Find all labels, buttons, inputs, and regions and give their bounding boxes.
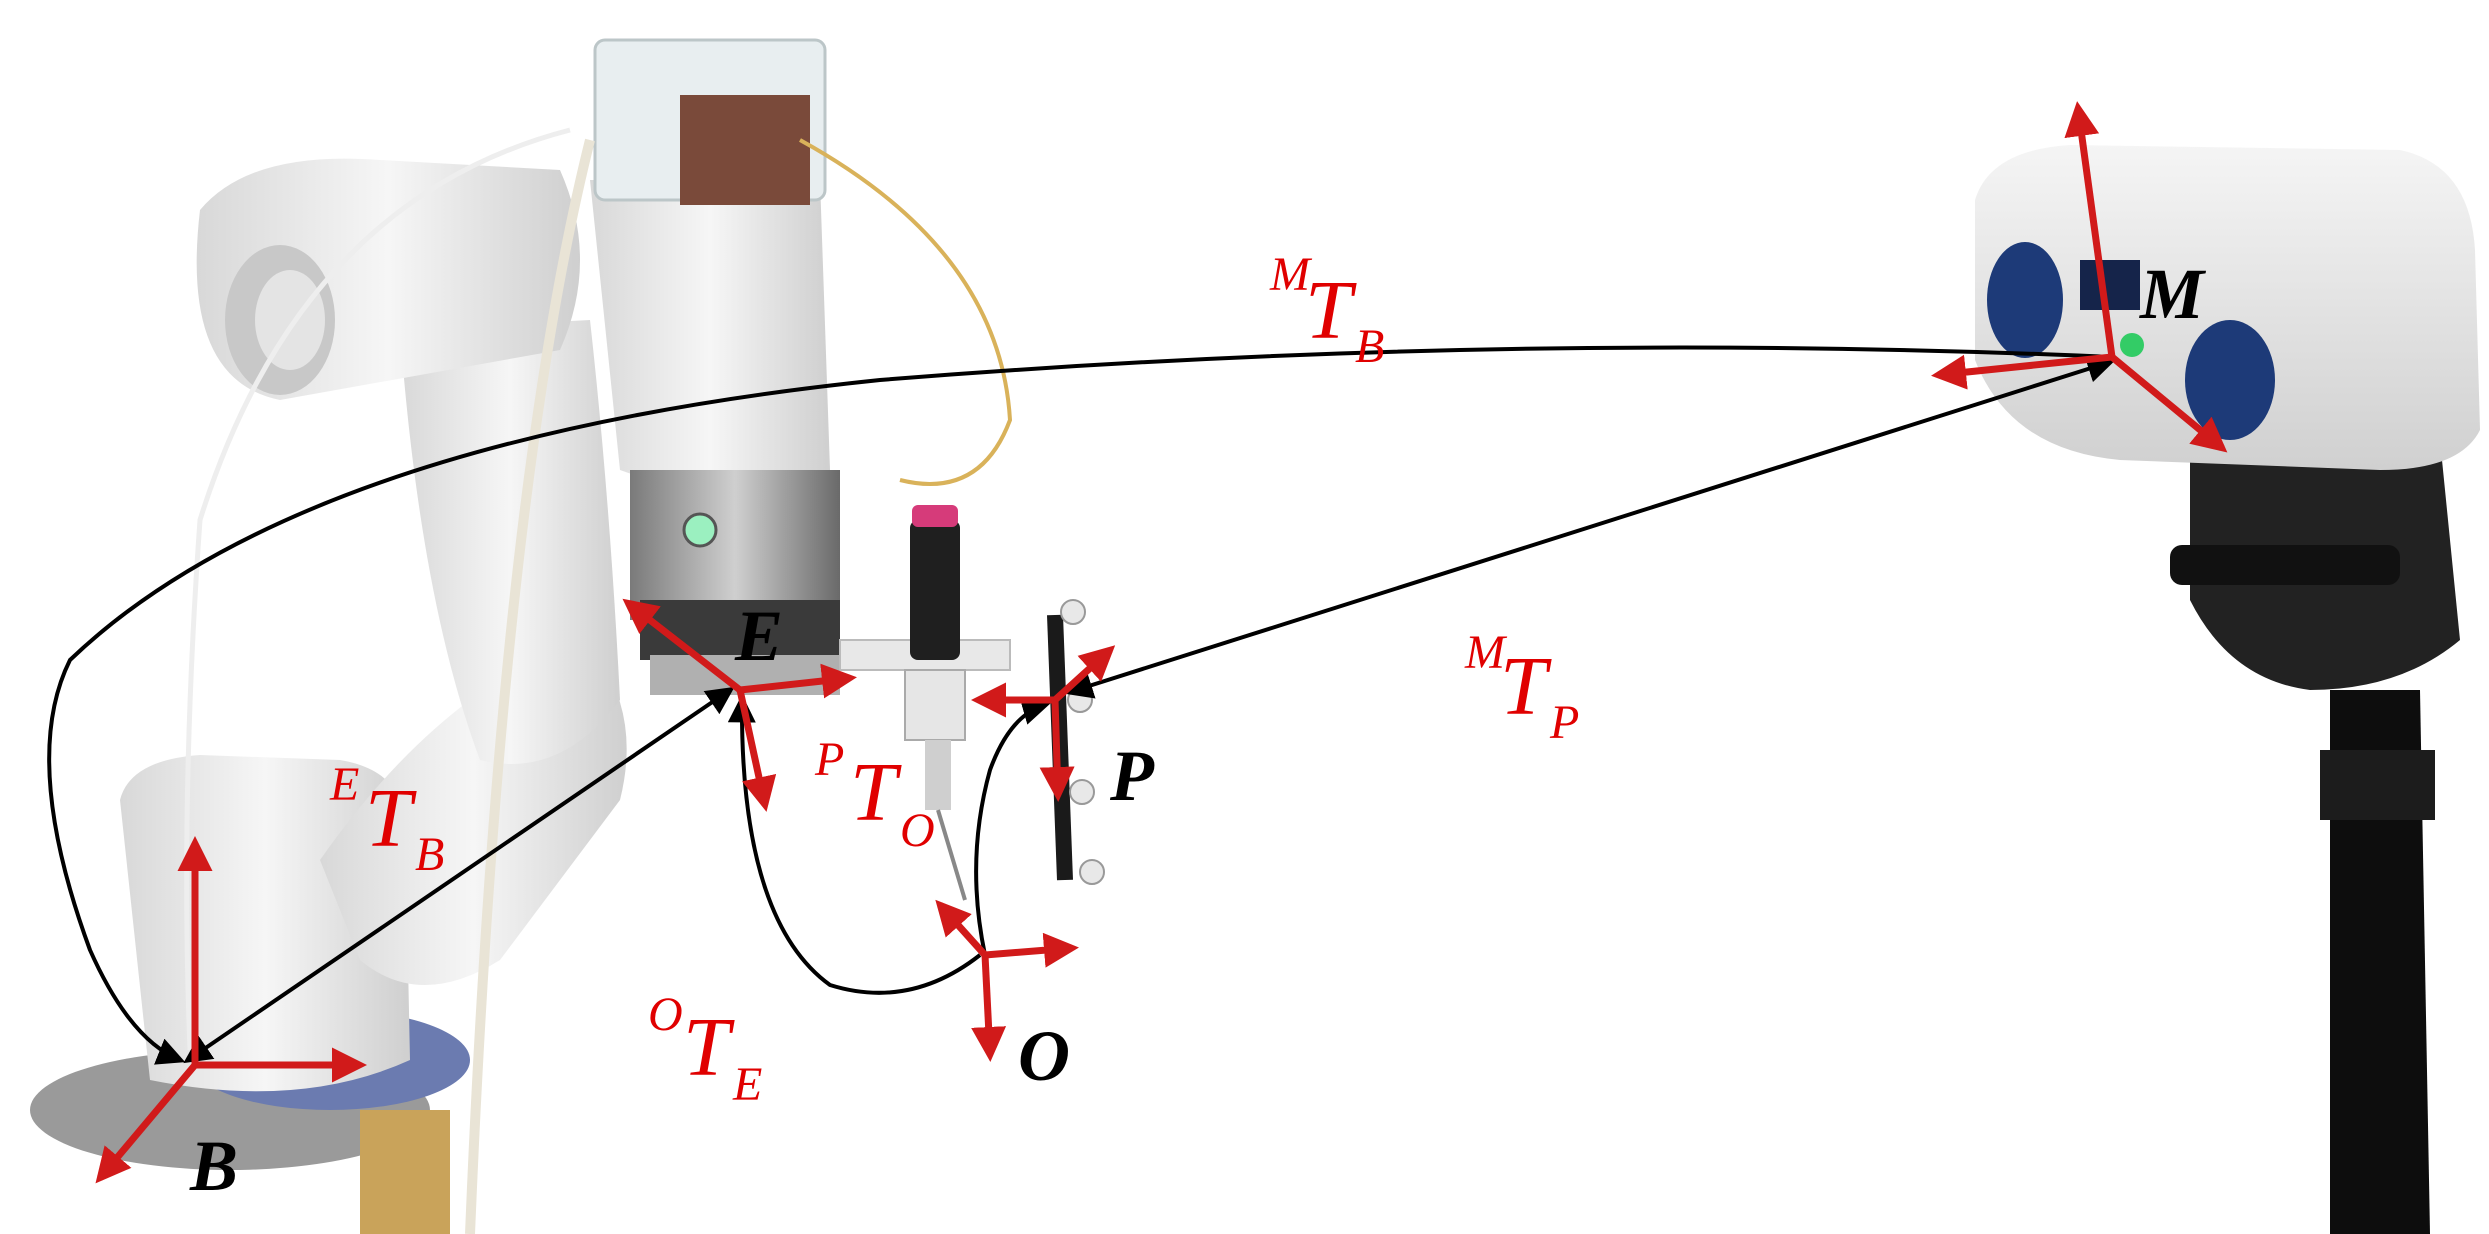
transform-MTB-sup: M xyxy=(1269,248,1313,301)
robot-status-light xyxy=(682,512,718,548)
marker-sphere-4 xyxy=(1079,859,1105,885)
robot-upper-link xyxy=(400,320,620,764)
frame-O-axis-right xyxy=(984,932,1079,968)
transform-paths xyxy=(47,345,2116,1065)
transform-MTP-sub: P xyxy=(1549,696,1579,749)
camera-window xyxy=(2080,260,2140,310)
tool-needle xyxy=(936,809,967,901)
transform-MTP-main: T xyxy=(1500,640,1552,733)
camera-lens-left xyxy=(1987,242,2063,358)
path-P-to-M xyxy=(1064,355,2116,699)
frame-M-axes xyxy=(1931,101,2228,453)
frame-M-axis-up xyxy=(2064,101,2116,358)
transform-OTE-main: T xyxy=(683,1001,735,1094)
tool-handle-cap xyxy=(912,505,958,527)
path-M-to-B xyxy=(47,345,2113,1065)
transform-label-PTO: P T O xyxy=(814,733,935,857)
camera-tripod-lever xyxy=(2170,545,2400,585)
robot-shoulder-cap-inner xyxy=(255,270,325,370)
frame-E-axis-up xyxy=(622,598,743,693)
frame-label-O: O xyxy=(1018,1016,1070,1096)
frame-O-axis-up xyxy=(935,899,988,958)
transform-MTP-sup: M xyxy=(1464,626,1508,679)
frame-E-axis-right xyxy=(739,663,857,699)
transform-PTO-sub: O xyxy=(900,804,935,857)
frame-O-axis-down xyxy=(971,954,1007,1062)
camera-lens-right xyxy=(2185,320,2275,440)
marker-array xyxy=(1047,599,1105,885)
transform-MTB-main: T xyxy=(1305,264,1357,357)
transform-MTB-sub: B xyxy=(1355,320,1384,373)
frame-E-axis-down xyxy=(736,689,777,812)
tool-handle xyxy=(910,520,960,660)
frame-label-B: B xyxy=(189,1126,238,1206)
frame-P-axis-up xyxy=(1052,645,1116,703)
frame-label-P: P xyxy=(1109,736,1155,816)
frame-label-E: E xyxy=(734,596,783,676)
transform-label-OTE: O T E xyxy=(648,988,762,1111)
transform-ETB-main: T xyxy=(365,772,417,865)
frame-M-axis-diag xyxy=(2109,354,2228,453)
robot-flange-ring xyxy=(640,600,840,660)
transform-PTO-main: T xyxy=(850,746,902,839)
camera-tripod-pole xyxy=(2330,690,2430,1234)
camera-tripod-collar xyxy=(2320,750,2435,820)
transform-label-MTP: M T P xyxy=(1464,626,1579,749)
transform-OTE-sub: E xyxy=(732,1058,762,1111)
transform-ETB-sub: B xyxy=(415,828,444,881)
transform-OTE-sup: O xyxy=(648,988,683,1041)
path-O-to-P xyxy=(974,697,1051,956)
frame-label-M: M xyxy=(2139,254,2207,334)
camera-indicator xyxy=(2120,333,2144,357)
robot-base-block xyxy=(360,1110,450,1234)
frame-P-axis-down xyxy=(1039,699,1075,802)
frame-M-axis-left xyxy=(1931,353,2113,390)
transform-label-ETB: E T B xyxy=(329,758,444,881)
frame-P-axes xyxy=(971,645,1116,802)
robot-wrist xyxy=(590,180,830,485)
frame-B-axis-diag xyxy=(95,1062,198,1184)
frame-E-axes xyxy=(622,598,857,812)
transform-label-MTB: M T B xyxy=(1269,248,1384,373)
robot-top-connector xyxy=(680,95,810,205)
frame-B-axes xyxy=(95,836,367,1184)
transform-PTO-sup: P xyxy=(814,733,844,786)
tool-sleeve xyxy=(925,740,951,810)
robot-arm xyxy=(30,38,1013,1234)
needle-tool xyxy=(839,505,1011,901)
transform-ETB-sup: E xyxy=(329,758,359,811)
tool-body xyxy=(904,669,966,741)
path-B-to-E xyxy=(183,686,735,1064)
optical-tracking-camera xyxy=(1975,145,2480,1234)
marker-sphere-1 xyxy=(1060,599,1086,625)
marker-sphere-3 xyxy=(1069,779,1095,805)
robot-flange xyxy=(630,470,840,620)
frame-O-axes xyxy=(935,899,1079,1062)
robot-cable-3 xyxy=(799,138,1013,486)
